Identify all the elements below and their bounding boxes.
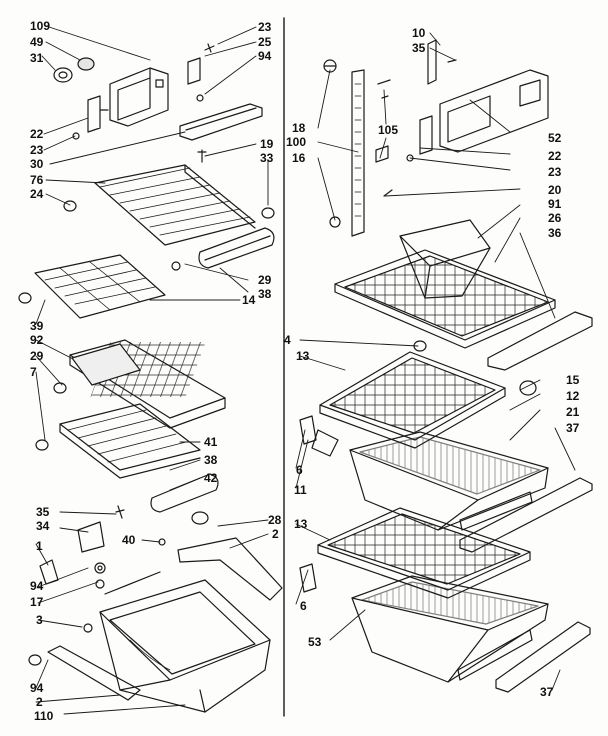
callout-94-mid: 94 <box>30 579 44 593</box>
callout-1: 1 <box>36 539 43 553</box>
callout-12: 12 <box>566 389 580 403</box>
callout-29-lower: 29 <box>30 349 44 363</box>
callout-76: 76 <box>30 173 44 187</box>
callout-30: 30 <box>30 157 44 171</box>
callout-3: 3 <box>36 613 43 627</box>
callout-2-lower: 2 <box>36 695 43 709</box>
callout-49: 49 <box>30 35 44 49</box>
callout-17: 17 <box>30 595 44 609</box>
callout-29-upper: 29 <box>258 273 272 287</box>
callout-41: 41 <box>204 435 218 449</box>
callout-23-left: 23 <box>30 143 44 157</box>
callout-39: 39 <box>30 319 44 333</box>
callout-15: 15 <box>566 373 580 387</box>
callout-4: 4 <box>284 333 291 347</box>
callout-28: 28 <box>268 513 282 527</box>
callout-34: 34 <box>36 519 50 533</box>
callout-109: 109 <box>30 19 51 33</box>
callout-16: 16 <box>292 151 306 165</box>
callout-19: 19 <box>260 137 274 151</box>
callout-13-lower: 13 <box>294 517 308 531</box>
callout-22-right: 22 <box>548 149 562 163</box>
callout-100: 100 <box>286 135 307 149</box>
callout-23-right: 23 <box>548 165 562 179</box>
callout-38-lower: 38 <box>204 453 218 467</box>
callout-6-lower: 6 <box>300 599 307 613</box>
callout-18: 18 <box>292 121 306 135</box>
callout-37-upper: 37 <box>566 421 580 435</box>
callout-25: 25 <box>258 35 272 49</box>
callout-23-top: 23 <box>258 20 272 34</box>
callout-42: 42 <box>204 471 218 485</box>
callout-14: 14 <box>242 293 256 307</box>
callout-31: 31 <box>30 51 44 65</box>
callout-94-bottom: 94 <box>30 681 44 695</box>
callout-10: 10 <box>412 26 426 40</box>
callout-35-left: 35 <box>36 505 50 519</box>
callout-40: 40 <box>122 533 136 547</box>
callout-11: 11 <box>294 483 307 497</box>
callout-35-right: 35 <box>412 41 426 55</box>
callout-21: 21 <box>566 405 580 419</box>
callout-22-left: 22 <box>30 127 44 141</box>
callout-7: 7 <box>30 365 37 379</box>
callout-2-upper: 2 <box>272 527 279 541</box>
callout-38-upper: 38 <box>258 287 272 301</box>
callout-24: 24 <box>30 187 44 201</box>
callout-110: 110 <box>34 709 54 723</box>
callout-92: 92 <box>30 333 44 347</box>
callout-94-top: 94 <box>258 49 272 63</box>
callout-6-upper: 6 <box>296 463 303 477</box>
callout-20: 20 <box>548 183 562 197</box>
callout-37-lower: 37 <box>540 685 554 699</box>
callout-53: 53 <box>308 635 322 649</box>
callout-105: 105 <box>378 123 399 137</box>
callout-52: 52 <box>548 131 562 145</box>
callout-26: 26 <box>548 211 562 225</box>
callout-91: 91 <box>548 197 562 211</box>
callout-33: 33 <box>260 151 274 165</box>
callout-36: 36 <box>548 226 562 240</box>
callout-13-upper: 13 <box>296 349 310 363</box>
